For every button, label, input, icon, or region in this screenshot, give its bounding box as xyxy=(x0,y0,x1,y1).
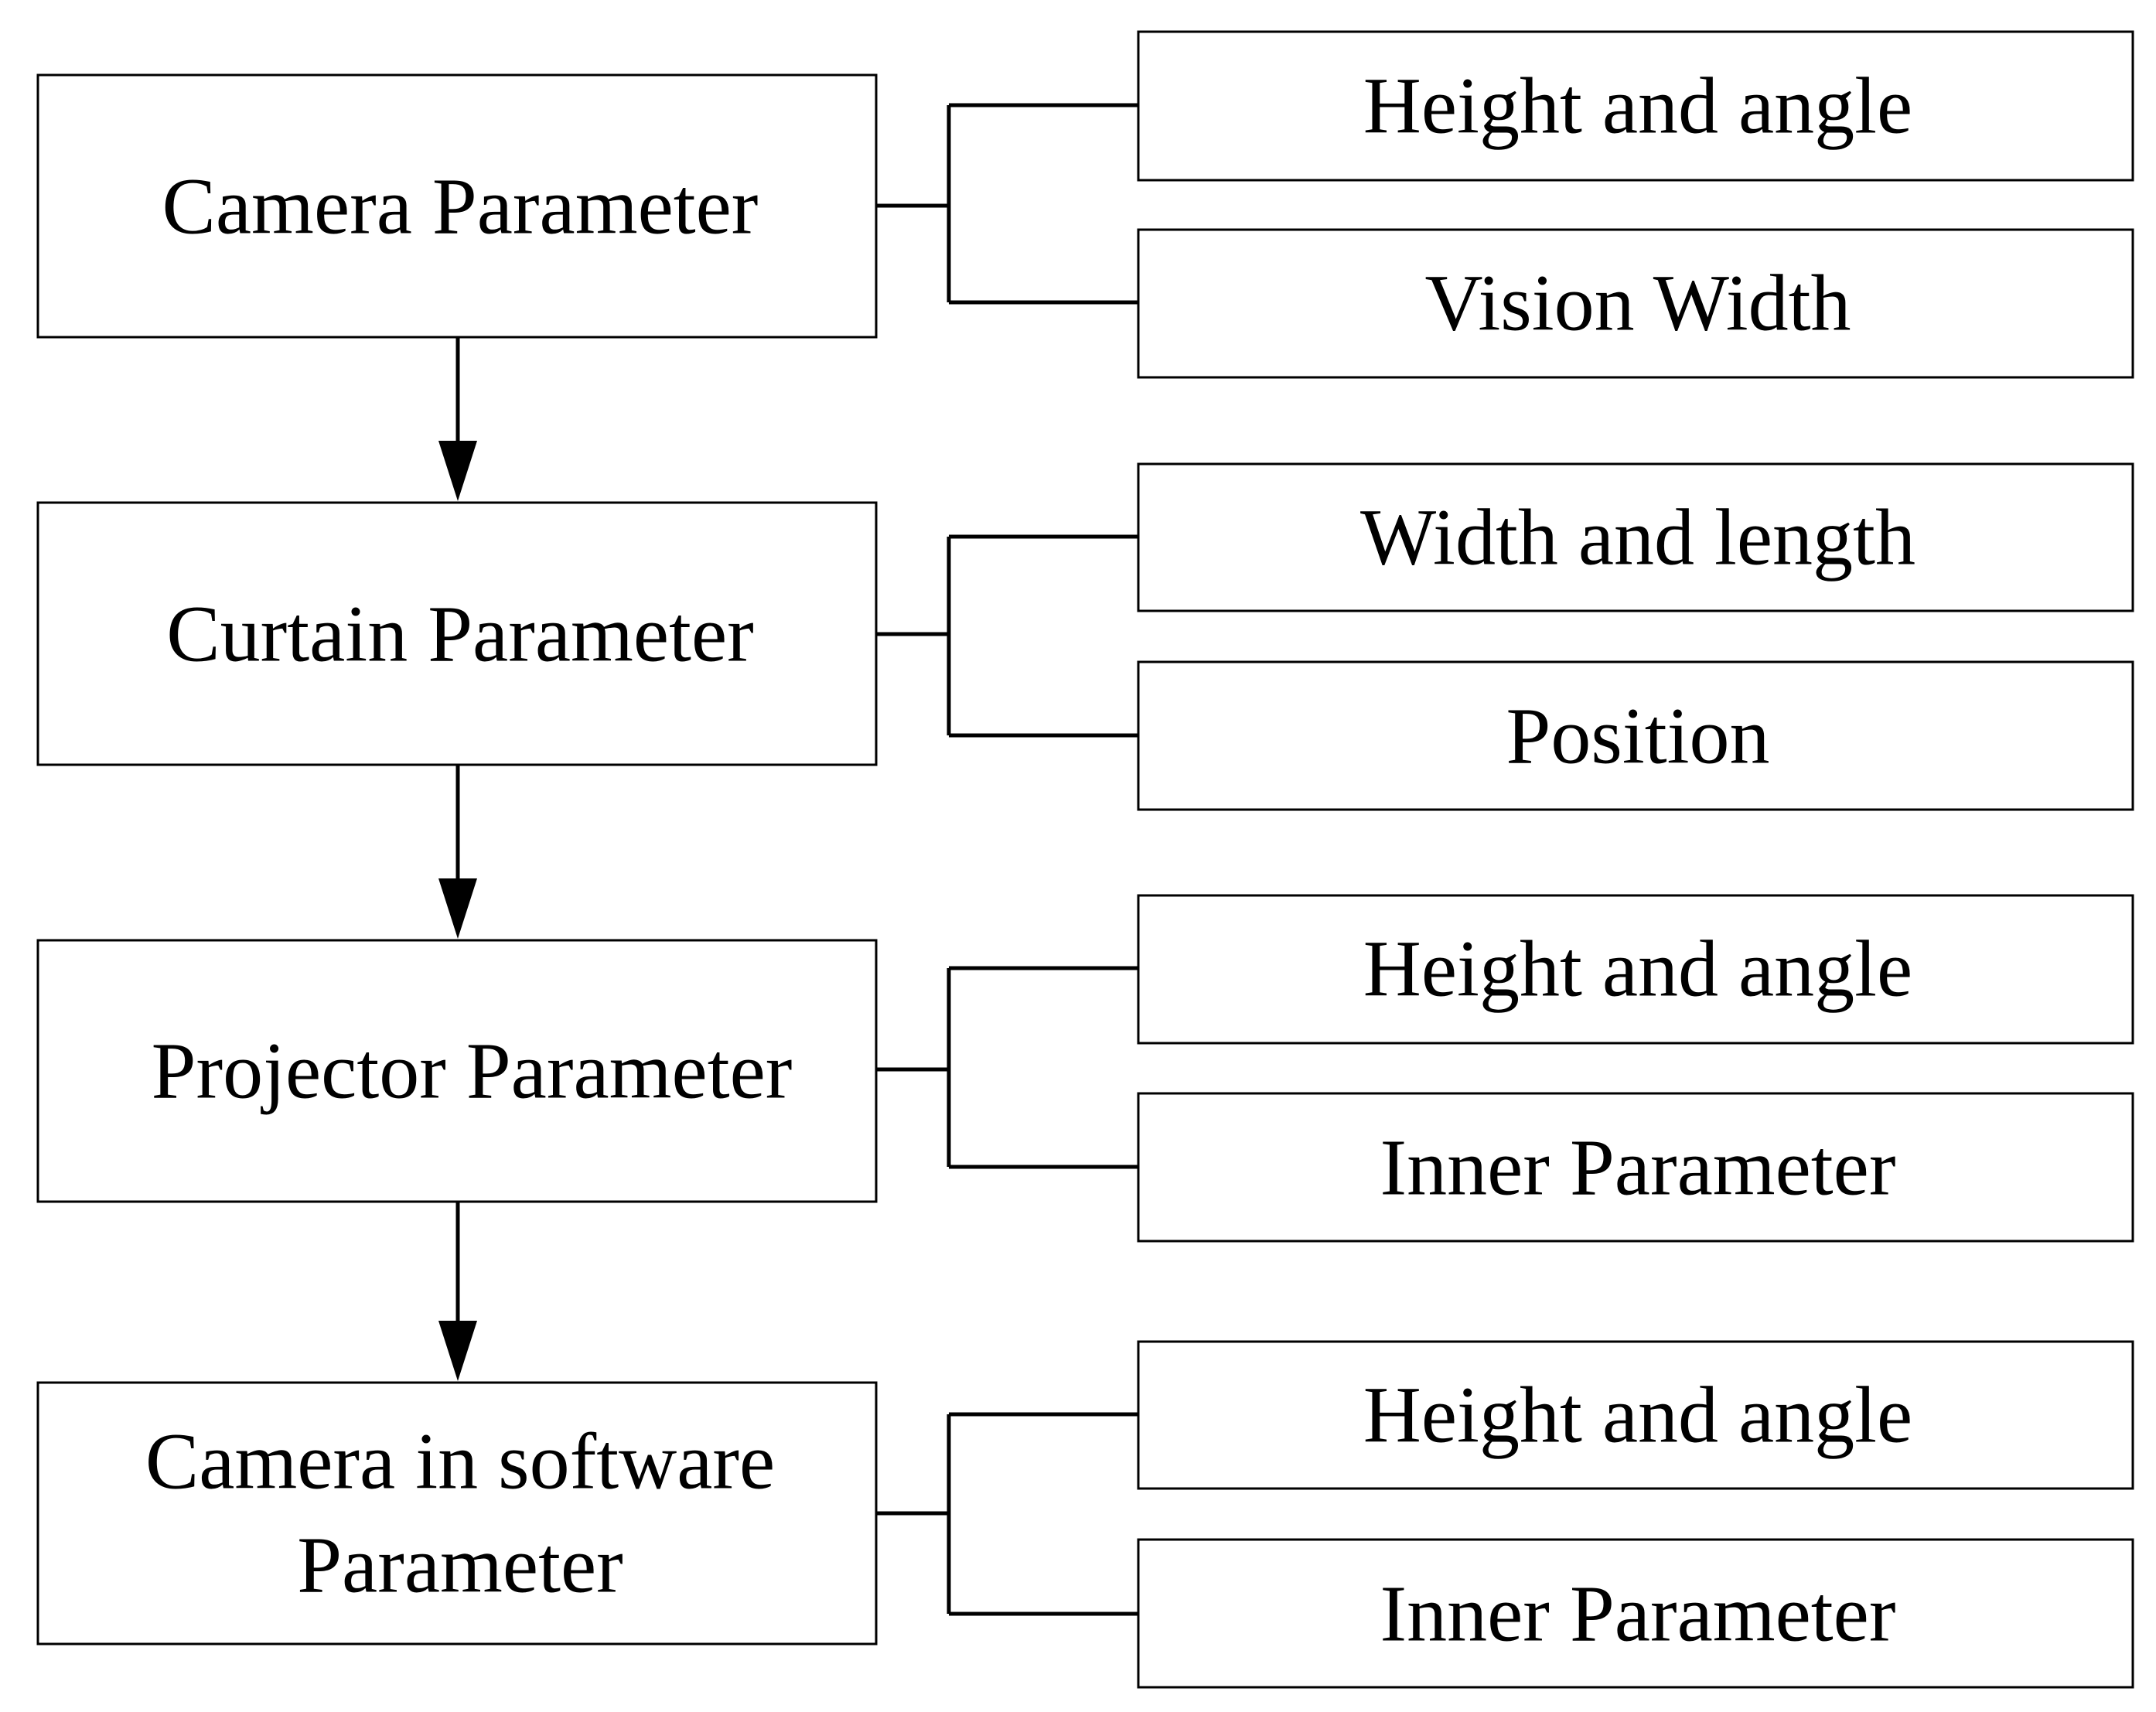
sub-label-inner-parameter: Inner Parameter xyxy=(1380,1124,1896,1212)
stage-box-camera-parameter xyxy=(36,73,878,339)
stage-label-camera-parameter: Camera Parameter xyxy=(162,162,759,251)
sub-box-inner-parameter xyxy=(1137,1092,2134,1243)
sub-box-height-and-angle-3 xyxy=(1137,1340,2134,1490)
stage-label-projector-parameter: Projector Parameter xyxy=(152,1027,793,1116)
stage-box-camera-in-software-parameter xyxy=(36,1381,878,1645)
flow-arrowhead-2 xyxy=(438,878,477,939)
stage-box-curtain-parameter xyxy=(36,501,878,766)
sub-label-position: Position xyxy=(1506,692,1770,781)
sub-box-width-and-length xyxy=(1137,462,2134,612)
sub-box-inner-parameter-2 xyxy=(1137,1538,2134,1689)
sub-box-height-and-angle-2 xyxy=(1137,894,2134,1045)
sub-label-height-and-angle: Height and angle xyxy=(1363,62,1912,151)
bracket-camera-parameter xyxy=(876,103,1138,305)
stage-box-projector-parameter xyxy=(36,939,878,1203)
sub-label-inner-parameter-2: Inner Parameter xyxy=(1380,1570,1896,1659)
sub-box-height-and-angle xyxy=(1137,30,2134,182)
bracket-curtain-parameter xyxy=(876,534,1138,738)
sub-label-height-and-angle-3: Height and angle xyxy=(1363,1371,1912,1460)
stage-label-camera-in-software-line-2: Parameter xyxy=(297,1521,623,1610)
flow-arrowhead-1 xyxy=(438,441,477,501)
flow-arrowhead-3 xyxy=(438,1321,477,1381)
sub-box-vision-width xyxy=(1137,228,2134,379)
sub-label-width-and-length: Width and length xyxy=(1360,493,1915,582)
sub-label-vision-width: Vision Width xyxy=(1424,259,1851,348)
stage-label-camera-in-software-line-1: Camera in software xyxy=(145,1417,775,1506)
bracket-camera-in-software-parameter xyxy=(876,1412,1138,1616)
bracket-projector-parameter xyxy=(876,966,1138,1169)
sub-label-height-and-angle-2: Height and angle xyxy=(1363,925,1912,1014)
sub-box-position xyxy=(1137,660,2134,811)
stage-label-curtain-parameter: Curtain Parameter xyxy=(166,590,753,679)
